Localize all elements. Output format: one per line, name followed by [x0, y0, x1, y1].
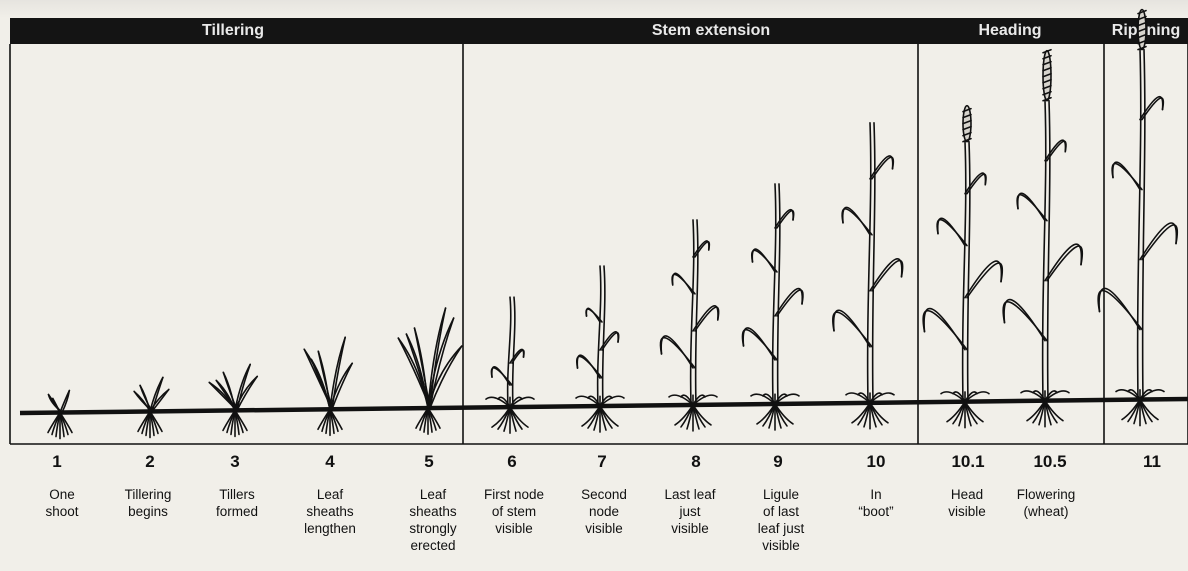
plant-stage-10 [833, 123, 903, 429]
stage-description-10: In “boot” [826, 486, 926, 520]
stage-number-9: 9 [773, 452, 782, 472]
plants-group [48, 10, 1177, 439]
plant-stage-11 [923, 106, 1002, 428]
plant-stage-9 [742, 184, 803, 430]
stage-description-6: First node of stem visible [464, 486, 564, 537]
stage-number-10-1: 10.1 [951, 452, 984, 472]
stage-description-1: One shoot [12, 486, 112, 520]
plant-stage-5 [398, 308, 461, 434]
stage-number-10: 10 [867, 452, 886, 472]
stage-description-10-5: Flowering (wheat) [996, 486, 1096, 520]
plant-stage-12 [1003, 50, 1082, 427]
plant-stage-13 [1098, 10, 1177, 426]
stage-number-1: 1 [52, 452, 61, 472]
stage-number-7: 7 [597, 452, 606, 472]
plant-stage-8 [660, 220, 718, 431]
stage-description-8: Last leaf just visible [640, 486, 740, 537]
stage-number-2: 2 [145, 452, 154, 472]
stage-number-11: 11 [1143, 452, 1161, 472]
stage-description-3: Tillers formed [187, 486, 287, 520]
stage-description-4: Leaf sheaths lengthen [280, 486, 380, 537]
phase-frame [10, 44, 1188, 444]
stage-description-7: Second node visible [554, 486, 654, 537]
stage-number-5: 5 [424, 452, 433, 472]
plant-stage-6 [486, 297, 534, 433]
stage-number-3: 3 [230, 452, 239, 472]
stage-description-9: Ligule of last leaf just visible [731, 486, 831, 554]
stage-description-2: Tillering begins [98, 486, 198, 520]
plant-stage-4 [304, 337, 352, 435]
plant-stage-2 [134, 377, 169, 437]
plant-stage-3 [209, 364, 257, 436]
stage-number-4: 4 [325, 452, 334, 472]
stage-number-10-5: 10.5 [1033, 452, 1066, 472]
stage-number-8: 8 [691, 452, 700, 472]
stage-number-6: 6 [507, 452, 516, 472]
